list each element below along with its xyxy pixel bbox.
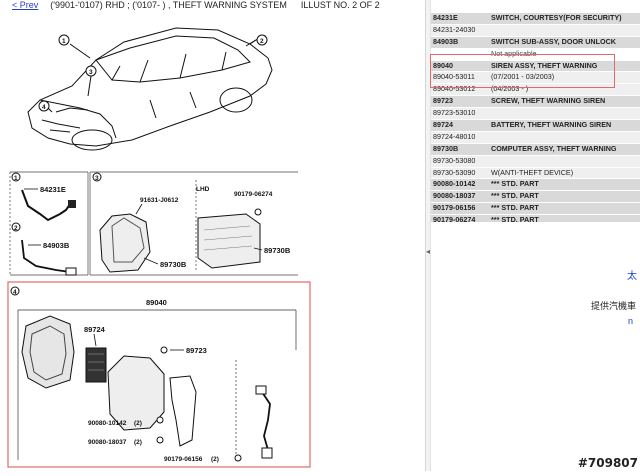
illustration-drawing: 1 3 2 4 1 84231E 2 84903B 3 LHD 91631-J0… (7, 27, 311, 468)
svg-text:2: 2 (14, 225, 18, 232)
parts-row[interactable]: 89040 SIREN ASSY, THEFT WARNING (431, 60, 640, 73)
parts-row[interactable]: 89723 SCREW, THEFT WARNING SIREN (431, 96, 640, 109)
part-code: 89724-48010 (433, 131, 476, 141)
svg-text:84903B: 84903B (43, 241, 70, 250)
part-code: 89730-53080 (433, 155, 476, 165)
parts-row[interactable]: 89040-53012 (04/2003 - ) (431, 84, 640, 97)
parts-row[interactable]: 84231-24030 (431, 24, 640, 37)
info-blue-text: 太 (627, 271, 637, 282)
svg-text:89040: 89040 (146, 298, 167, 307)
svg-text:2: 2 (260, 38, 264, 45)
info-panel (431, 222, 640, 471)
part-code: 90179-06156 (433, 203, 476, 213)
svg-text:90179-06274: 90179-06274 (234, 191, 273, 198)
svg-text:1: 1 (14, 175, 18, 182)
top-bar: < Prev ('9901-'0107) RHD ; ('0107- ) , TH… (0, 0, 425, 12)
part-description: COMPUTER ASSY, THEFT WARNING (491, 143, 617, 153)
part-code: 89723 (433, 96, 453, 106)
pane-splitter[interactable]: ◂ (425, 0, 431, 471)
splitter-grip-icon[interactable]: ◂ (426, 247, 431, 256)
parts-row[interactable]: 90179-06156 *** STD. PART (431, 203, 640, 216)
part-code: 90080-10142 (433, 179, 476, 189)
part-code: 84903B (433, 36, 459, 46)
part-description: *** STD. PART (491, 203, 539, 213)
part-description: BATTERY, THEFT WARNING SIREN (491, 120, 612, 130)
selected-part-highlight (430, 54, 615, 88)
svg-text:4: 4 (42, 104, 46, 111)
parts-row[interactable]: 89730B COMPUTER ASSY, THEFT WARNING (431, 143, 640, 156)
svg-text:91631-J0612: 91631-J0612 (140, 197, 179, 204)
illust-number: ILLUST NO. 2 OF 2 (300, 0, 380, 10)
part-description: SCREW, THEFT WARNING SIREN (491, 96, 606, 106)
svg-text:90080-10142: 90080-10142 (88, 420, 127, 427)
info-blue-tail: n (628, 316, 634, 326)
part-description: *** STD. PART (491, 215, 539, 225)
parts-row[interactable]: 89724 BATTERY, THEFT WARNING SIREN (431, 120, 640, 132)
prev-link[interactable]: < Prev (12, 0, 39, 10)
parts-illustration: 1 3 2 4 1 84231E 2 84903B 3 LHD 91631-J0… (0, 12, 425, 471)
part-code: 89730B (433, 143, 459, 153)
part-code: 89040-53011 (433, 72, 475, 82)
part-description: SWITCH SUB-ASSY, DOOR UNLOCK (491, 36, 616, 46)
svg-text:(2): (2) (134, 420, 142, 427)
callout-2-icon: 2 (256, 34, 268, 46)
box-4-highlight (7, 281, 311, 468)
parts-row[interactable]: 89724-48010 (431, 131, 640, 144)
part-description: Not applicable (491, 48, 537, 58)
svg-text:(2): (2) (134, 439, 142, 446)
part-code: 84231E (433, 13, 458, 22)
svg-text:90080-18037: 90080-18037 (88, 439, 127, 446)
part-description: SIREN ASSY, THEFT WARNING (491, 60, 598, 70)
box1-callout-icon (11, 172, 21, 182)
svg-text:90179-06156: 90179-06156 (164, 456, 203, 463)
parts-row[interactable]: 90080-18037 *** STD. PART (431, 191, 640, 204)
parts-row[interactable]: 84903B SWITCH SUB-ASSY, DOOR UNLOCK (431, 36, 640, 49)
svg-text:84231E: 84231E (40, 185, 66, 194)
svg-text:3: 3 (95, 175, 99, 182)
parts-row[interactable]: 89730-53090 W(ANTI-THEFT DEVICE) (431, 167, 640, 180)
part-description: (07/2001 - 03/2003) (491, 72, 555, 82)
parts-row[interactable]: 89730-53080 (431, 155, 640, 168)
part-description: *** STD. PART (491, 179, 539, 189)
part-code: 89040-53012 (433, 84, 476, 94)
svg-text:1: 1 (62, 38, 66, 45)
parts-row[interactable]: 89040-53011 (07/2001 - 03/2003) (431, 72, 640, 85)
part-code: 90080-18037 (433, 191, 476, 201)
svg-text:LHD: LHD (196, 186, 210, 193)
svg-text:89724: 89724 (84, 325, 106, 334)
part-code: 89724 (433, 120, 453, 130)
parts-row[interactable]: 89723-53010 (431, 108, 640, 121)
part-description: (04/2003 - ) (491, 84, 529, 94)
part-code: 89040 (433, 60, 453, 70)
parts-row[interactable]: 90080-10142 *** STD. PART (431, 179, 640, 192)
svg-text:4: 4 (13, 289, 17, 296)
part-description: SWITCH, COURTESY(FOR SECURITY) (491, 13, 622, 22)
part-code: 89730-53090 (433, 167, 476, 177)
info-text: 提供汽機車 (591, 302, 637, 312)
part-description (489, 108, 640, 119)
parts-row[interactable]: 84231E SWITCH, COURTESY(FOR SECURITY) (431, 13, 640, 25)
svg-text:89723: 89723 (186, 346, 207, 355)
callout-4-icon: 4 (38, 100, 50, 112)
svg-text:(2): (2) (211, 456, 219, 463)
callout-1-icon: 1 (58, 34, 70, 46)
part-description: W(ANTI-THEFT DEVICE) (491, 167, 574, 177)
part-code: 89723-53010 (433, 108, 476, 118)
watermark: #709807 (577, 456, 638, 470)
part-description: *** STD. PART (491, 191, 539, 201)
model-text: ('9901-'0107) RHD ; ('0107- ) , THEFT WA… (50, 0, 287, 10)
part-description (489, 25, 640, 36)
part-code: 90179-06274 (433, 215, 476, 225)
part-description (489, 156, 640, 167)
part-code: 84231-24030 (433, 24, 476, 34)
svg-text:89730B: 89730B (264, 246, 291, 255)
callout-3-icon: 3 (85, 65, 97, 77)
car-drawing (27, 27, 273, 151)
svg-text:3: 3 (89, 69, 93, 76)
box-3 (89, 171, 298, 276)
svg-text:89730B: 89730B (160, 260, 187, 269)
part-description (489, 132, 640, 143)
